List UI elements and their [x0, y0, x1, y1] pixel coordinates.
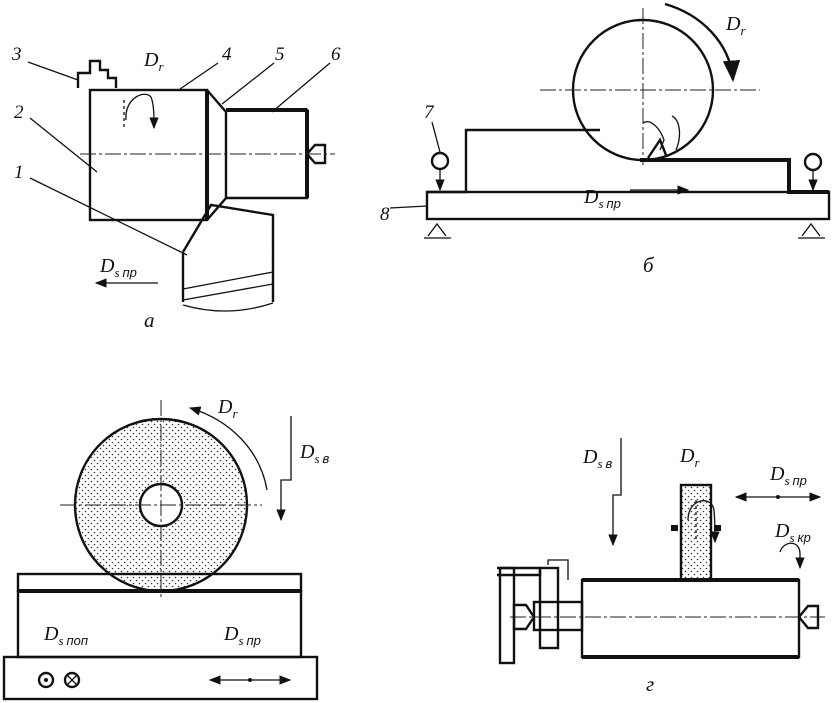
workpiece-cylinder-g: [580, 578, 801, 659]
grinding-wheel-segment: [181, 203, 275, 302]
rotation-arrow-g: [687, 500, 720, 544]
callout-5: 5: [275, 44, 285, 65]
rotation-label-a: Dr: [143, 49, 164, 74]
rotation-arrow-v: [188, 406, 268, 491]
rotation-arrow-a: [125, 93, 159, 130]
rotation-label-g: Dr: [679, 445, 700, 470]
chuck-jaw: [76, 59, 118, 88]
left-center: [512, 603, 536, 631]
indicator-left: [430, 151, 450, 171]
callout-3: 3: [11, 44, 22, 65]
caption-g: г: [646, 672, 654, 696]
workpiece-b: [427, 128, 600, 194]
callout-6: 6: [331, 44, 341, 65]
right-center: [797, 604, 820, 630]
machine-table-b: [425, 190, 831, 221]
caption-b: б: [643, 253, 655, 277]
callout-2: 2: [14, 102, 24, 123]
into-page-symbol: [63, 671, 81, 689]
rotation-label-b: Dr: [725, 13, 746, 38]
rotation-arrow-b: [664, 2, 741, 83]
chuck-body: [88, 88, 209, 222]
vertical-feed-arrow-g: [608, 438, 622, 547]
workpiece-cone: [206, 89, 228, 221]
callout-1: 1: [14, 162, 24, 183]
indicator-right: [803, 152, 823, 172]
headstock-plate: [498, 566, 516, 665]
vertical-feed-arrow-v: [276, 416, 292, 522]
circular-feed-arrow-g: [779, 542, 805, 570]
callout-7: 7: [424, 102, 435, 123]
base-v: [2, 655, 319, 701]
callout-4: 4: [222, 44, 232, 65]
caption-a: а: [144, 308, 155, 332]
callout-8: 8: [380, 204, 390, 225]
rotation-label-v: Dr: [217, 396, 238, 421]
out-of-page-symbol: [37, 671, 55, 689]
